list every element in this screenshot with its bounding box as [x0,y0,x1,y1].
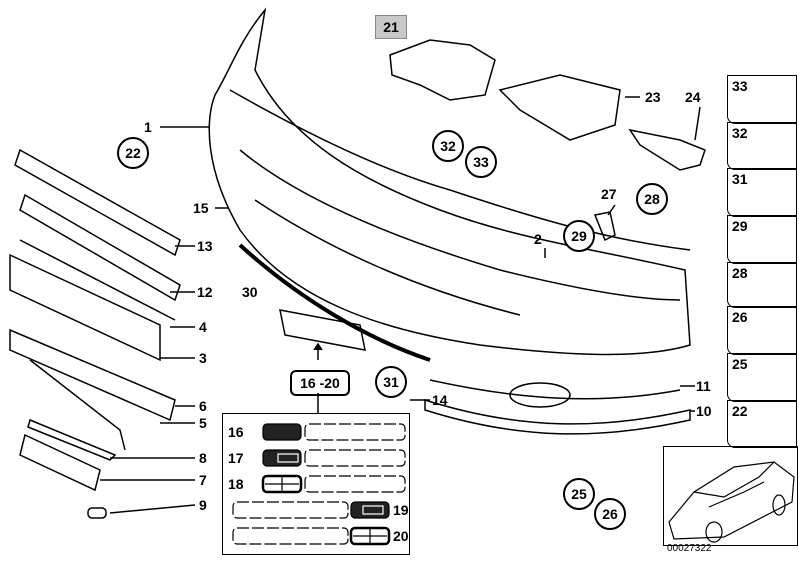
part-circle-25[interactable]: 25 [563,478,595,510]
inset-label-19[interactable]: 19 [393,502,409,518]
part-label-5[interactable]: 5 [199,415,207,431]
diagram-id: 00027322 [667,543,712,554]
vehicle-thumbnail [663,446,798,546]
hardware-item-25[interactable]: 25 [727,353,797,402]
car-icon [668,461,795,543]
hardware-item-26[interactable]: 26 [727,306,797,355]
hardware-item-22[interactable]: 22 [727,400,797,448]
part-circle-31[interactable]: 31 [375,366,407,398]
part-label-30[interactable]: 30 [242,284,258,300]
hardware-item-28[interactable]: 28 [727,262,797,308]
part-label-9[interactable]: 9 [199,497,207,513]
hardware-label: 25 [732,356,748,372]
grille-variants-inset: 16 17 18 19 20 [222,413,410,555]
part-label-8[interactable]: 8 [199,450,207,466]
part-label-2[interactable]: 2 [534,231,542,247]
hardware-label: 26 [732,309,748,325]
hardware-label: 33 [732,78,748,94]
part-circle-29[interactable]: 29 [563,220,595,252]
inset-label-17[interactable]: 17 [228,450,244,466]
hardware-item-33[interactable]: 33 [727,75,797,124]
inset-label-18[interactable]: 18 [228,476,244,492]
inset-label-16[interactable]: 16 [228,424,244,440]
part-label-12[interactable]: 12 [197,284,213,300]
part-circle-22[interactable]: 22 [117,137,149,169]
part-circle-26[interactable]: 26 [594,498,626,530]
part-label-1[interactable]: 1 [144,119,152,135]
hardware-label: 31 [732,171,748,187]
part-label-11[interactable]: 11 [696,378,711,394]
part-circle-32[interactable]: 32 [432,130,464,162]
part-label-6[interactable]: 6 [199,398,207,414]
part-label-24[interactable]: 24 [685,89,701,105]
part-group-16-20[interactable]: 16 -20 [290,370,350,396]
hardware-label: 29 [732,218,748,234]
hardware-item-31[interactable]: 31 [727,168,797,217]
hardware-item-29[interactable]: 29 [727,215,797,264]
hardware-label: 22 [732,403,748,419]
part-label-7[interactable]: 7 [199,472,207,488]
hardware-label: 28 [732,265,748,281]
part-label-3[interactable]: 3 [199,350,207,366]
part-label-4[interactable]: 4 [199,319,207,335]
part-label-21-highlighted[interactable]: 21 [375,15,407,39]
part-label-15[interactable]: 15 [193,200,209,216]
part-label-27[interactable]: 27 [601,186,617,202]
hardware-label: 32 [732,125,748,141]
part-label-13[interactable]: 13 [197,238,213,254]
part-label-14[interactable]: 14 [432,392,448,408]
part-circle-33[interactable]: 33 [465,146,497,178]
hardware-item-32[interactable]: 32 [727,122,797,170]
part-circle-28[interactable]: 28 [636,183,668,215]
grille-variant-drawings [232,423,406,546]
inset-label-20[interactable]: 20 [393,528,409,544]
part-label-23[interactable]: 23 [645,89,661,105]
part-label-10[interactable]: 10 [696,403,712,419]
